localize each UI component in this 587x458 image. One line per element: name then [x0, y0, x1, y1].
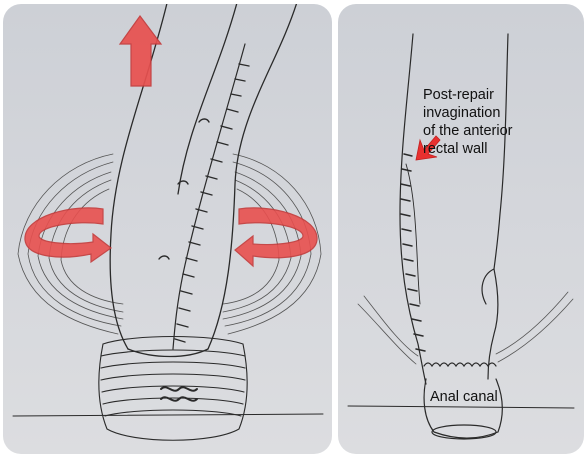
suture-stitches [159, 64, 249, 342]
left-panel-rectal-repair-sketch [3, 4, 332, 454]
left-sketch [3, 4, 332, 454]
floor-line [13, 414, 323, 416]
rotation-arrow-icon-left [25, 208, 111, 262]
sphincter-rings [99, 337, 247, 441]
levator-fibers [358, 292, 573, 364]
invagination-sutures [401, 154, 425, 351]
up-arrow-icon [120, 16, 161, 86]
anal-canal-label: Anal canal [430, 388, 498, 406]
right-sketch [338, 4, 584, 454]
floor-line [348, 406, 574, 408]
anal-canal-rim [424, 363, 496, 366]
right-panel-post-repair-sketch: Post-repair invagination of the anterior… [338, 4, 584, 454]
invagination-annotation-label: Post-repair invagination of the anterior… [423, 86, 583, 158]
